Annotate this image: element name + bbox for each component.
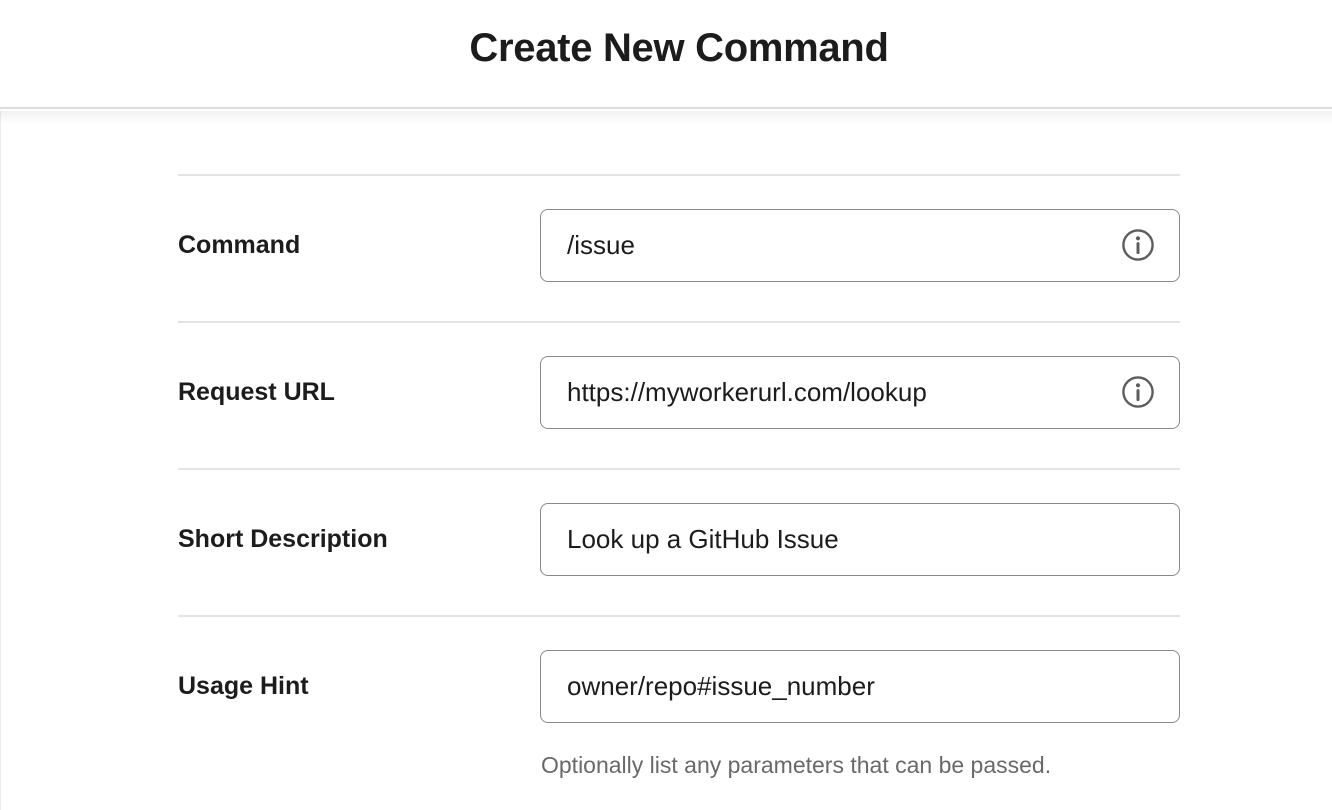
usage-hint-help-text: Optionally list any parameters that can …: [541, 752, 1052, 778]
command-label: Command: [178, 231, 301, 259]
info-icon[interactable]: [1121, 375, 1155, 409]
page-header: Create New Command: [0, 0, 1332, 109]
short-description-label-col: Short Description: [178, 503, 540, 576]
info-icon[interactable]: [1121, 228, 1155, 262]
page-title: Create New Command: [469, 26, 889, 70]
short-description-label: Short Description: [178, 525, 388, 553]
request-url-label-col: Request URL: [178, 356, 540, 429]
short-description-input-col: [540, 503, 1180, 576]
command-label-col: Command: [178, 209, 540, 282]
form-row-usage-hint: Usage Hint Optionally list any parameter…: [178, 615, 1180, 807]
command-input-col: [540, 209, 1180, 282]
form-row-short-description: Short Description: [178, 468, 1180, 615]
create-command-form: Command Request URL: [178, 174, 1180, 807]
usage-hint-input[interactable]: [540, 650, 1180, 723]
request-url-input-col: [540, 356, 1180, 429]
usage-hint-label-col: Usage Hint: [178, 650, 540, 779]
short-description-input[interactable]: [540, 503, 1180, 576]
request-url-label: Request URL: [178, 378, 335, 406]
usage-hint-label: Usage Hint: [178, 672, 309, 700]
title-wrap: Create New Command: [178, 26, 1180, 76]
command-input[interactable]: [540, 209, 1180, 282]
usage-hint-input-col: Optionally list any parameters that can …: [540, 650, 1180, 779]
form-row-command: Command: [178, 174, 1180, 321]
form-row-request-url: Request URL: [178, 321, 1180, 468]
left-edge-divider: [0, 111, 1, 810]
request-url-input[interactable]: [540, 356, 1180, 429]
header-shadow: [0, 111, 1332, 125]
